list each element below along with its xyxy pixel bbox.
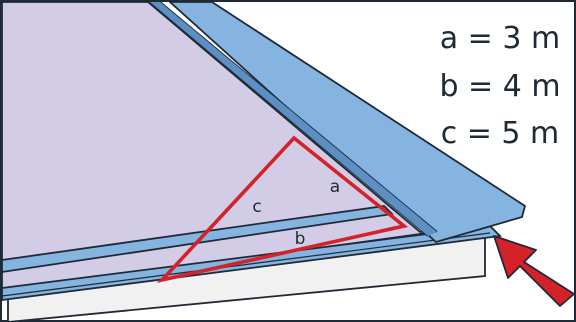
label-b: b [295,229,306,249]
legend-c: c = 5 m [441,116,560,151]
eave-beam-edge [1,232,491,297]
inner-rail [1,205,394,274]
label-a: a [330,177,340,197]
label-c: c [252,197,261,217]
legend-b: b = 4 m [439,69,560,104]
triangle-abc [156,135,409,284]
rafter-side [150,2,437,236]
eave-beam [1,225,502,302]
legend-a: a = 3 m [440,21,560,56]
arrow-icon [493,235,575,307]
